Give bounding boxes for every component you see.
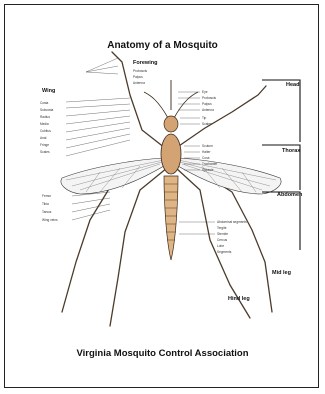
- label-coxa: Coxa: [202, 156, 210, 160]
- label-anal: Anal: [40, 136, 47, 140]
- label-scales-2: Scales: [202, 122, 212, 126]
- abdomen: [164, 176, 178, 260]
- label-costa: Costa: [40, 101, 49, 105]
- label-segments: Segments: [217, 250, 232, 254]
- label-femur: Femur: [42, 194, 52, 198]
- front-leg-left: [112, 52, 165, 148]
- label-tip: Tip: [202, 116, 207, 120]
- label-scutum: Scutum: [202, 144, 213, 148]
- abdomen-label: Abdomen: [277, 192, 303, 198]
- label-cubitus: Cubitus: [40, 129, 51, 133]
- head-label: Head: [286, 82, 299, 88]
- wing-left: [61, 158, 164, 194]
- thorax-label: Thorax: [282, 148, 301, 154]
- head-detail-labels: Eye Proboscis Palpus Antenna Tip Scales: [202, 90, 216, 126]
- label-abdominal-segments: Abdominal segments: [217, 220, 247, 224]
- right-brackets: [262, 80, 300, 250]
- label-palpus-2: Palpus: [202, 102, 212, 106]
- label-lobe: Lobe: [217, 244, 224, 248]
- forewing-label: Forewing: [133, 60, 157, 66]
- poster-footer: Virginia Mosquito Control Association: [0, 348, 325, 359]
- label-proboscis-2: Proboscis: [202, 96, 216, 100]
- label-spiracle: Spiracle: [202, 168, 214, 172]
- front-leg-right: [176, 86, 266, 148]
- abdomen-detail-labels: Abdominal segments Tergite Sternite Cerc…: [217, 220, 247, 254]
- label-antenna: Antenna: [133, 81, 145, 85]
- label-wing-veins: Wing veins: [42, 218, 58, 222]
- forewing-detail-labels: Proboscis Palpus Antenna: [133, 69, 147, 85]
- label-cercus: Cercus: [217, 238, 228, 242]
- label-proboscis: Proboscis: [133, 69, 147, 73]
- label-radius: Radius: [40, 115, 50, 119]
- label-eye: Eye: [202, 90, 208, 94]
- label-subcosta: Subcosta: [40, 108, 54, 112]
- label-halter: Halter: [202, 150, 211, 154]
- label-tergite: Tergite: [217, 226, 227, 230]
- label-tarsus: Tarsus: [42, 210, 52, 214]
- hind-leg-label: Hind leg: [228, 296, 250, 302]
- label-palpus: Palpus: [133, 75, 143, 79]
- lower-left-labels: Femur Tibia Tarsus Wing veins: [42, 194, 58, 222]
- label-trochanter: Trochanter: [202, 162, 218, 166]
- mid-leg-label: Mid leg: [272, 270, 291, 276]
- label-fringe: Fringe: [40, 143, 49, 147]
- head: [164, 116, 178, 132]
- hind-leg-left: [110, 168, 167, 326]
- thorax: [161, 134, 181, 174]
- label-sternite: Sternite: [217, 232, 228, 236]
- label-tibia: Tibia: [42, 202, 49, 206]
- wing-detail-labels: Costa Subcosta Radius Media Cubitus Anal…: [40, 101, 54, 154]
- label-scales: Scales: [40, 150, 50, 154]
- label-media: Media: [40, 122, 49, 126]
- wing-label: Wing: [42, 88, 55, 94]
- wing-right: [178, 158, 281, 194]
- label-antenna-2: Antenna: [202, 108, 214, 112]
